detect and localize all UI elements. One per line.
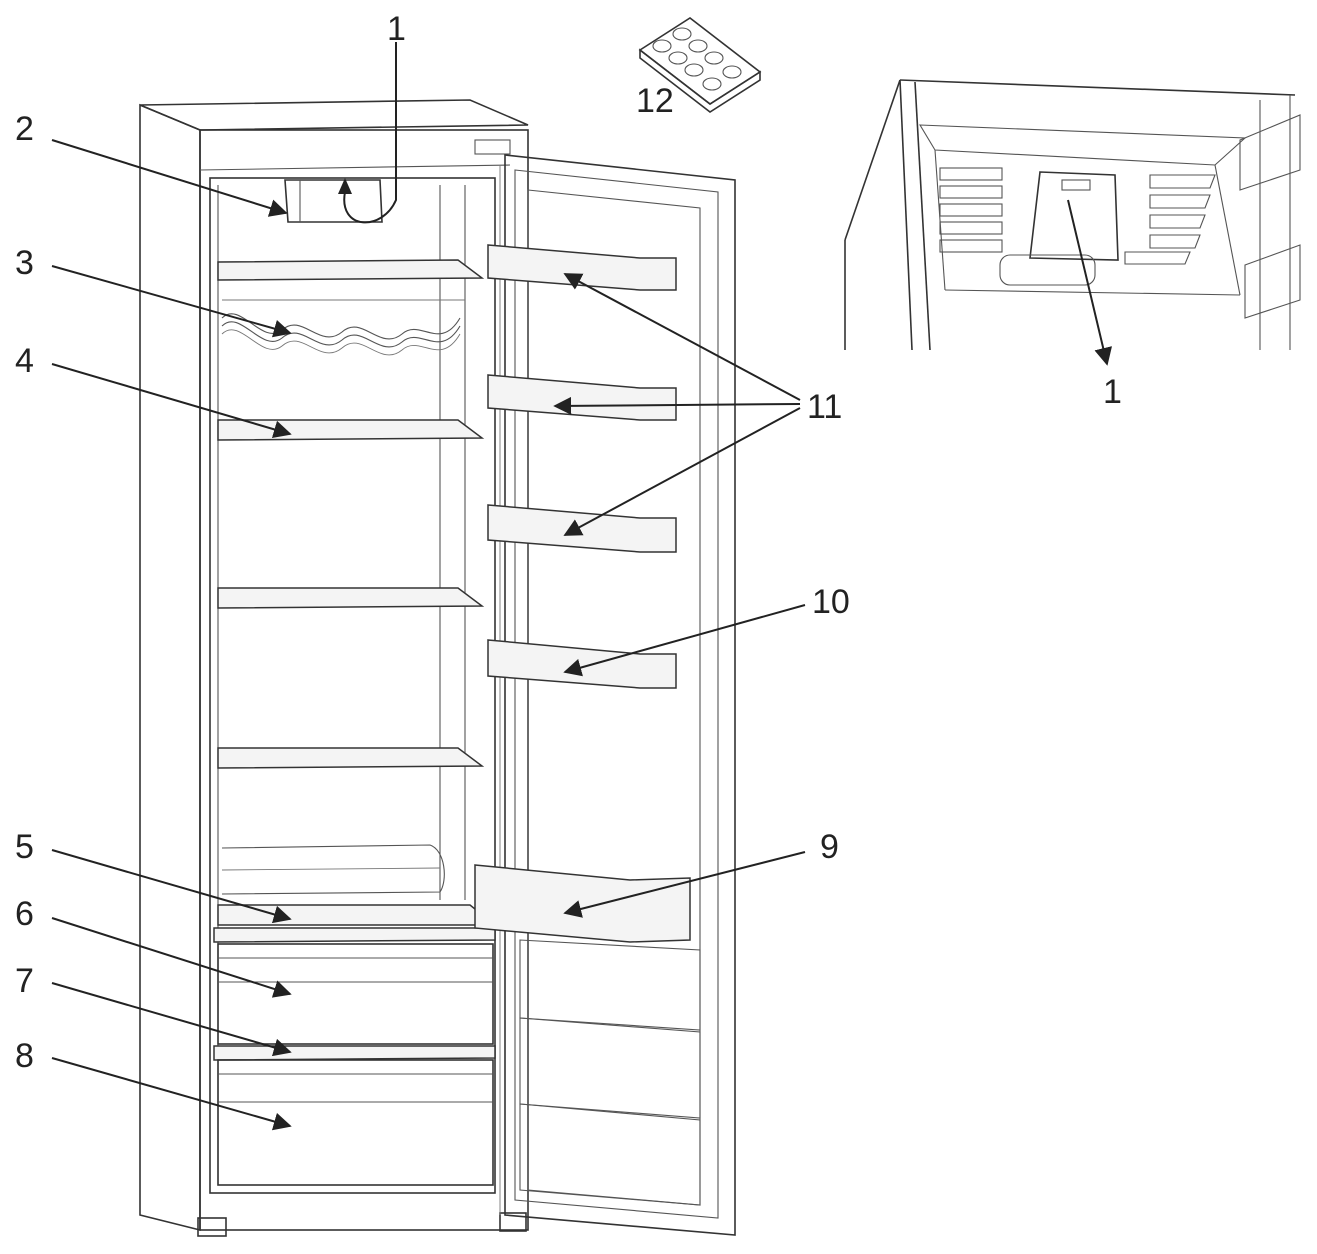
callout-8: 8 — [15, 1037, 34, 1075]
callout-labels: 1 2 3 4 5 6 7 8 9 10 11 12 1 — [15, 10, 1122, 1075]
callout-6: 6 — [15, 895, 34, 933]
callout-5: 5 — [15, 828, 34, 866]
leader-lines — [51, 139, 806, 1131]
light-detail-inset — [844, 79, 1301, 366]
callout-4: 4 — [15, 342, 34, 380]
light-housing — [284, 42, 397, 224]
callout-9: 9 — [820, 828, 839, 866]
door-balcony-10 — [487, 639, 677, 689]
bottle-balcony — [474, 864, 691, 943]
crisper-area — [221, 844, 445, 895]
callout-12: 12 — [636, 82, 674, 120]
wine-rack — [221, 299, 465, 356]
callout-7: 7 — [15, 962, 34, 1000]
callout-1-detail: 1 — [1103, 373, 1122, 411]
lower-door-bins — [519, 939, 701, 1206]
upper-drawer — [217, 943, 494, 1045]
drawer-cover-shelf — [213, 927, 496, 943]
drawer-divider — [213, 1045, 496, 1061]
callout-1: 1 — [387, 10, 406, 48]
egg-tray — [638, 17, 762, 113]
callout-3: 3 — [15, 244, 34, 282]
callout-11: 11 — [807, 388, 842, 426]
lower-drawer — [217, 1059, 494, 1186]
callout-2: 2 — [15, 110, 34, 148]
shelves — [217, 259, 498, 926]
callout-10: 10 — [812, 583, 850, 621]
door-balconies — [487, 244, 677, 553]
